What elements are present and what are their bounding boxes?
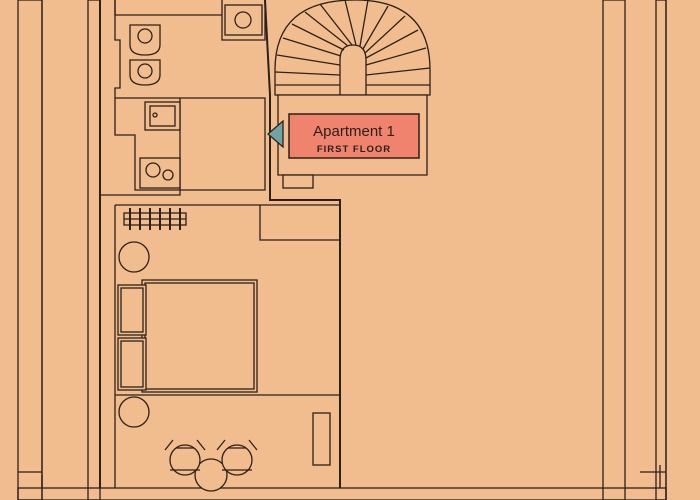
left-wall — [0, 0, 101, 500]
interior-walls — [99, 0, 341, 488]
bathroom — [129, 4, 263, 86]
pillow — [117, 337, 147, 391]
kitchen-sink — [144, 101, 181, 131]
lamp-icon — [118, 396, 150, 428]
chair-icon — [221, 444, 253, 476]
burner-icon — [162, 169, 174, 181]
round-table-icon — [194, 458, 228, 492]
right-wall — [602, 0, 667, 500]
label-box — [288, 113, 420, 159]
lamp-icon — [118, 241, 150, 273]
burner-icon — [145, 162, 161, 178]
bidet-icon — [129, 59, 161, 86]
radiator-icon — [123, 208, 187, 230]
toilet-icon — [129, 24, 161, 56]
kitchen — [139, 101, 181, 189]
doormat — [282, 174, 314, 189]
chair-icon — [169, 444, 201, 476]
double-bed — [141, 279, 258, 393]
bedroom — [117, 241, 331, 466]
dining-set — [164, 439, 258, 492]
apartment-label: Apartment 1 FIRST FLOOR — [267, 113, 420, 159]
sink — [224, 4, 263, 36]
bottom-wall — [17, 465, 667, 500]
pillow — [117, 284, 147, 336]
pointer-arrow-icon — [267, 119, 284, 149]
wardrobe — [312, 412, 331, 466]
label-subtitle: FIRST FLOOR — [317, 144, 391, 155]
label-title: Apartment 1 — [313, 123, 395, 140]
sink-basin-icon — [234, 11, 252, 29]
